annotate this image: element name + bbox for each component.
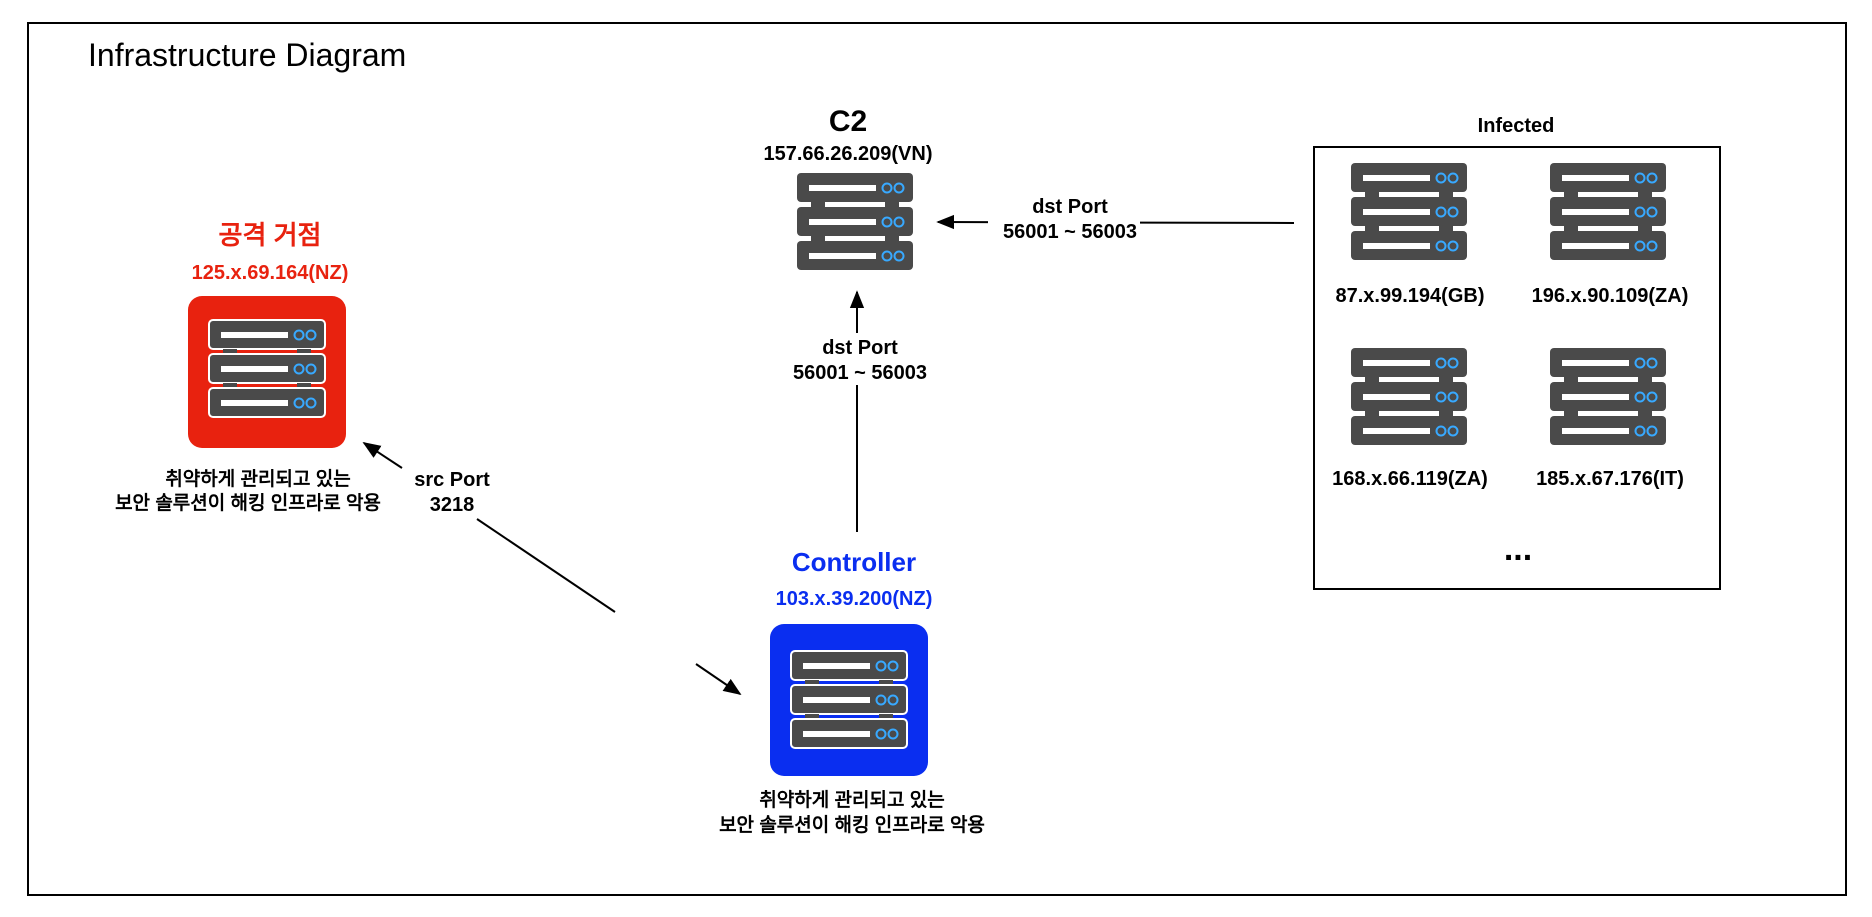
server-rack-icon	[1549, 162, 1667, 261]
server-rack-icon	[796, 172, 914, 271]
c2-node: C2 157.66.26.209(VN)	[763, 105, 933, 271]
edge-label-line: 3218	[430, 494, 475, 516]
infected-host-ip: 185.x.67.176(IT)	[1536, 468, 1684, 490]
edge-attack-base-to-controller	[695, 663, 742, 696]
c2-label: C2	[829, 105, 867, 138]
edge-label-line: 56001 ~ 56003	[793, 362, 927, 384]
outer-frame	[27, 22, 1847, 896]
edge-label-line: src Port	[414, 469, 490, 491]
infected-host-ip: 168.x.66.119(ZA)	[1332, 468, 1488, 490]
edge-label-controller-to-c2: dst Port 56001 ~ 56003	[782, 333, 932, 385]
edge-label-line: dst Port	[822, 337, 898, 359]
edge-label-controller-to-attack-base: src Port 3218	[414, 469, 490, 516]
attack-base-desc-line1: 취약하게 관리되고 있는	[165, 468, 350, 490]
edge-label-line: 56001 ~ 56003	[1003, 221, 1137, 243]
c2-ip: 157.66.26.209(VN)	[763, 143, 932, 165]
infected-box	[1313, 146, 1721, 590]
controller-node: Controller 103.x.39.200(NZ) 취약하게 관리되고 있는…	[719, 547, 985, 836]
controller-desc-line1: 취약하게 관리되고 있는	[759, 789, 944, 811]
attack-base-ip: 125.x.69.164(NZ)	[192, 262, 349, 284]
infected-host-ip: 196.x.90.109(ZA)	[1532, 285, 1689, 307]
server-rack-icon	[1350, 347, 1468, 446]
attack-base-node: 공격 거점 125.x.69.164(NZ) 취약하게 관리되고 있는 보안 솔…	[115, 220, 381, 514]
infected-label: Infected	[1478, 115, 1555, 137]
edge-label-infected-to-c2: dst Port 56001 ~ 56003	[988, 192, 1140, 244]
edge-label-line: dst Port	[1032, 196, 1108, 218]
server-rack-icon	[1549, 347, 1667, 446]
attack-base-desc-line2: 보안 솔루션이 해킹 인프라로 악용	[115, 492, 381, 514]
server-rack-icon	[208, 319, 326, 418]
controller-label: Controller	[792, 547, 916, 577]
infected-host-ip: 87.x.99.194(GB)	[1336, 285, 1485, 307]
controller-ip: 103.x.39.200(NZ)	[776, 588, 933, 610]
server-rack-icon	[790, 650, 908, 749]
controller-desc-line2: 보안 솔루션이 해킹 인프라로 악용	[719, 814, 985, 836]
diagram-title: Infrastructure Diagram	[88, 37, 406, 73]
edge-controller-to-attack-base-arrow	[362, 442, 403, 469]
infected-group: Infected 87.x.99.194(GB) 196.x.90.109(ZA…	[1313, 115, 1721, 590]
infected-more-ellipsis: ...	[1504, 530, 1532, 568]
server-rack-icon	[1350, 162, 1468, 261]
edge-controller-to-attack-base	[476, 518, 616, 613]
attack-base-label: 공격 거점	[219, 220, 322, 250]
